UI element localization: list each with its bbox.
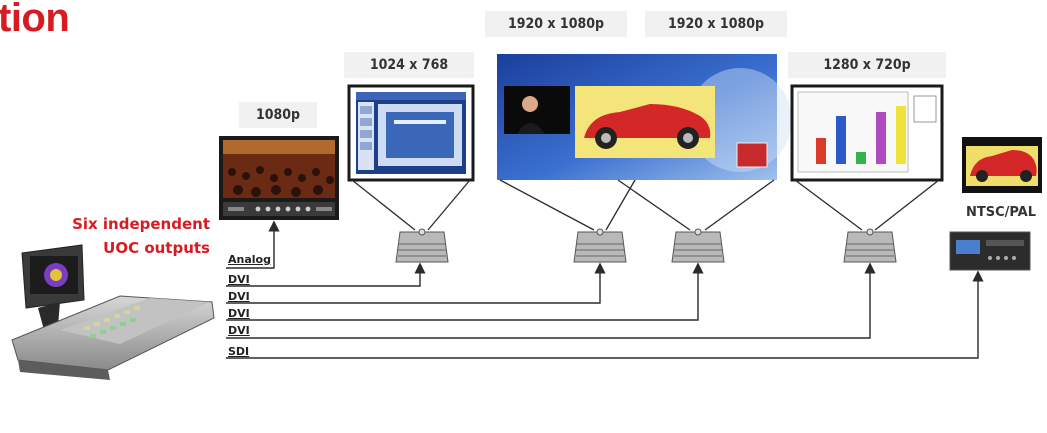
output-label-dvi-3: DVI (228, 307, 250, 320)
callout-line-2: UOC outputs (103, 239, 210, 257)
projection-screen-1280 (790, 84, 944, 182)
label-1920x1080-left: 1920 x 1080p (485, 11, 627, 37)
output-label-dvi-1: DVI (228, 273, 250, 286)
label-1024x768: 1024 x 768 (344, 52, 474, 78)
projectors (395, 228, 897, 263)
output-label-sdi: SDI (228, 345, 250, 358)
projector-1 (395, 228, 449, 263)
output-cables (226, 220, 984, 359)
ntsc-car-image (962, 137, 1042, 193)
projector-2 (573, 228, 627, 263)
audience-monitor (219, 136, 339, 220)
roadster-car-image (584, 104, 711, 149)
output-label-analog: Analog (228, 253, 271, 266)
projection-beams (351, 179, 940, 231)
callout-line-1: Six independent (72, 215, 210, 233)
projection-screen-1024 (347, 84, 475, 182)
label-1080p: 1080p (239, 102, 317, 128)
label-1920x1080-right: 1920 x 1080p (645, 11, 787, 37)
video-recorder-deck (949, 231, 1031, 271)
callout-six-outputs: Six independent UOC outputs (40, 212, 210, 260)
output-label-dvi-2: DVI (228, 290, 250, 303)
bar-chart-image (816, 106, 906, 164)
label-ntsc-pal: NTSC/PAL (965, 205, 1037, 220)
output-label-dvi-4: DVI (228, 324, 250, 337)
production-switcher-console (11, 244, 215, 380)
projector-4 (843, 228, 897, 263)
label-1280x720: 1280 x 720p (788, 52, 946, 78)
page-title: tion (0, 0, 70, 40)
projector-3 (671, 228, 725, 263)
video-wall (497, 54, 792, 180)
